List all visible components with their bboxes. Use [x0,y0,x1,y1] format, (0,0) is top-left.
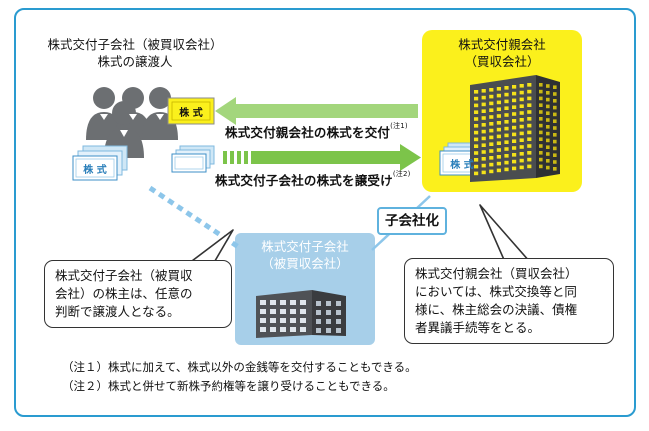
acquire-shares-note: (注2) [392,170,411,178]
parent-title-line1: 株式交付親会社 [458,37,546,52]
left-callout: 株式交付子会社（被買収 会社）の株主は、任意の 判断で譲渡人となる。 [44,260,232,328]
parent-company-title: 株式交付親会社 （買収会社） [422,36,582,70]
parent-title-line2: （買収会社） [464,54,540,69]
share-card-label: 株 式 [83,165,107,176]
deliver-shares-text: 株式交付親会社の株式を交付 [225,125,391,140]
subsidiary-title: 株式交付子会社 （被買収会社） [235,238,375,272]
left-callout-line: 会社）の株主は、任意の [55,286,193,301]
people-icon [86,87,178,158]
subsidiarization-badge: 子会社化 [377,207,447,235]
transferor-title: 株式交付子会社（被買収会社） 株式の譲渡人 [30,36,240,70]
right-callout-line: 様に、株主総会の決議、債権 [415,302,578,317]
transferor-title-line2: 株式の譲渡人 [97,54,173,69]
subsidiary-title-line2: （被買収会社） [261,256,349,271]
right-callout-line: 株式交付親会社（買収会社） [415,266,578,281]
subsidiary-title-line1: 株式交付子会社 [261,239,349,254]
right-callout-line: 者異議手続等をとる。 [415,320,541,335]
left-callout-line: 判断で譲渡人となる。 [55,304,180,319]
parent-share-card-label: 株 式 [450,160,474,171]
share-certificate-icon [72,145,128,181]
acquire-shares-label: 株式交付子会社の株式を譲受け(注2) [215,170,411,189]
deliver-shares-label: 株式交付親会社の株式を交付(注1) [225,122,408,141]
transferor-title-line1: 株式交付子会社（被買収会社） [47,37,223,52]
share-document-label: 株 式 [179,108,203,119]
share-certificate-small-icon [171,145,215,173]
office-tower-icon [470,75,560,182]
right-callout-tail [479,204,531,263]
footnote-2: （注２）株式と併せて新株予約権等を譲り受けることもできる。 [62,379,395,393]
right-callout: 株式交付親会社（買収会社） においては、株式交換等と同 様に、株主総会の決議、債… [404,258,614,344]
footnotes: （注１）株式に加えて、株式以外の金銭等を交付することもできる。 （注２）株式と併… [62,358,417,396]
footnote-1: （注１）株式に加えて、株式以外の金銭等を交付することもできる。 [62,360,417,374]
building-icon [256,290,346,338]
right-callout-line: においては、株式交換等と同 [415,284,577,299]
deliver-shares-arrow [215,97,418,125]
acquire-shares-arrow [223,144,421,171]
share-document-icon [167,97,215,125]
left-callout-line: 株式交付子会社（被買収 [55,268,193,283]
deliver-shares-note: (注1) [390,122,408,130]
acquire-shares-text: 株式交付子会社の株式を譲受け [215,173,393,188]
